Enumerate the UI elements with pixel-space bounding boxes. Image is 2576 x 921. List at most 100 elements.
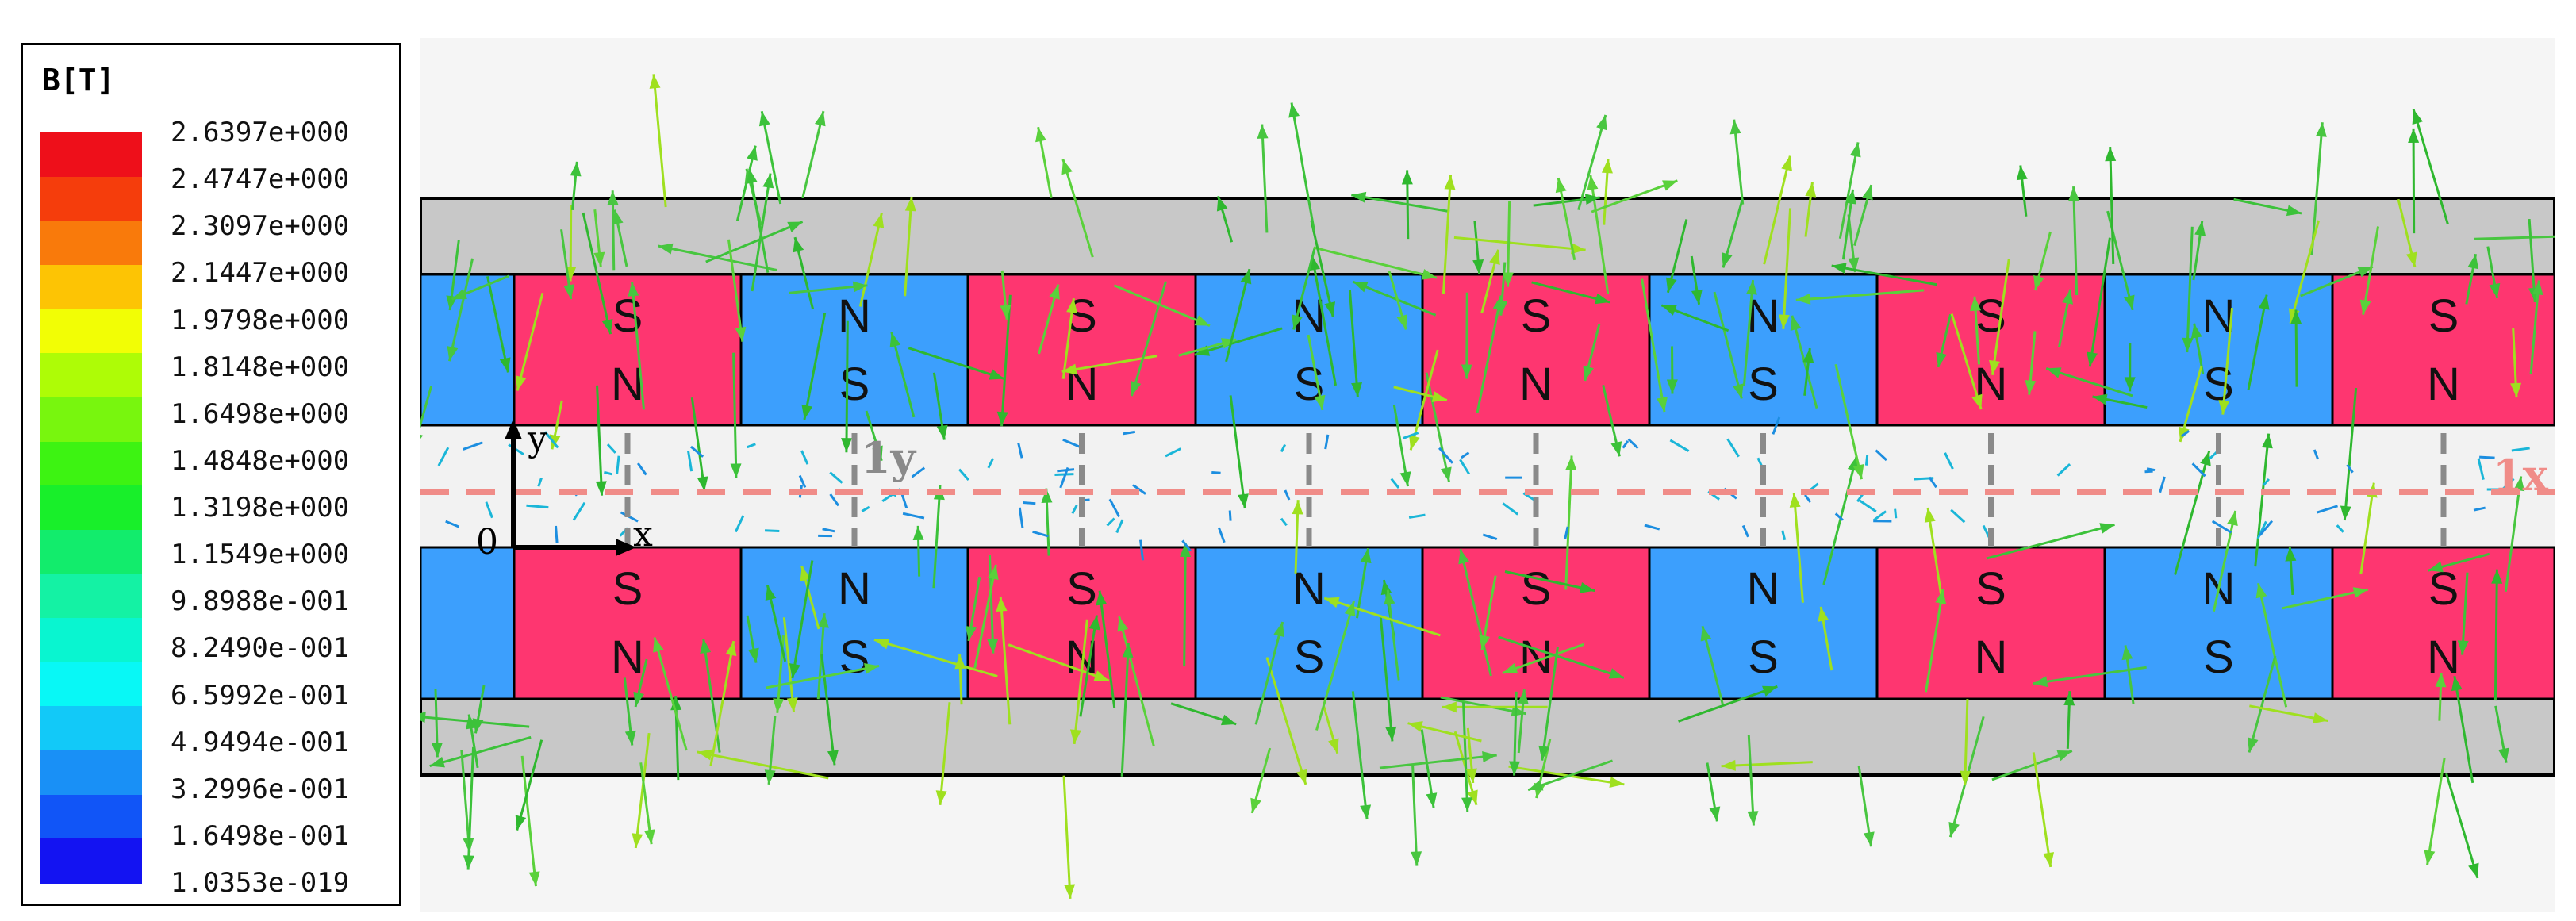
field-arrow-head: [1250, 797, 1261, 814]
gap-field-arrow: [2473, 506, 2486, 512]
gap-field-arrow: [1834, 512, 1844, 521]
gap-field-arrow: [463, 441, 483, 451]
field-arrow-head: [472, 718, 484, 734]
field-arrow-head: [864, 663, 880, 674]
field-arrow: [820, 654, 836, 766]
gap-field-arrow: [1280, 443, 1287, 453]
field-arrow-head: [1496, 301, 1508, 316]
field-arrow-head: [633, 691, 645, 707]
field-arrow-head: [852, 281, 868, 293]
field-arrow: [2504, 476, 2523, 592]
field-arrow-head: [2352, 587, 2368, 598]
field-arrow-head: [1936, 351, 1947, 367]
gap-field-arrow: [1627, 438, 1639, 450]
field-arrow-head: [1802, 348, 1814, 363]
gap-field-arrow: [690, 445, 704, 458]
field-arrow-head: [1610, 441, 1622, 457]
field-arrow-head: [1130, 380, 1142, 397]
field-arrow: [1379, 754, 1497, 769]
field-arrow-head: [1948, 821, 1960, 838]
field-arrow-head: [2043, 852, 2055, 867]
field-arrow: [2359, 482, 2375, 575]
gap-field-arrow: [1211, 471, 1221, 474]
field-arrow-head: [1584, 194, 1600, 205]
field-arrow-head: [1458, 549, 1469, 565]
legend-tick-label: 1.8148e+000: [171, 351, 350, 383]
legend-tick-label: 3.2996e-001: [171, 773, 350, 805]
field-arrow: [2289, 220, 2321, 324]
field-arrow-head: [1517, 689, 1529, 704]
field-arrow-head: [735, 326, 747, 342]
field-arrow-head: [814, 111, 826, 127]
gap-field-arrow: [604, 470, 612, 476]
field-arrow: [634, 732, 651, 849]
field-arrow: [1348, 290, 1359, 397]
top-pole-lower-label: S: [1748, 359, 1779, 410]
gap-field-arrow: [606, 443, 616, 454]
field-arrow-head: [628, 282, 639, 297]
legend-swatch: [40, 397, 142, 443]
field-arrow-head: [1238, 493, 1249, 508]
legend-title: B[T]: [42, 63, 115, 98]
path-1x-label: 1x: [2493, 450, 2549, 501]
field-arrow: [1311, 255, 1338, 386]
gap-field-arrow: [1950, 508, 1966, 524]
legend-swatch: [40, 706, 142, 752]
field-arrow-head: [996, 411, 1008, 427]
field-arrow-head: [2405, 251, 2417, 267]
gap-field-arrow: [1108, 498, 1121, 518]
gap-field-arrow: [2159, 476, 2166, 493]
field-arrow-head: [2261, 433, 2273, 449]
field-arrow-head: [2099, 523, 2115, 534]
field-arrow-head: [653, 637, 664, 653]
gap-field-arrow: [555, 525, 559, 543]
field-arrow: [697, 750, 829, 780]
gap-field-arrow: [1032, 530, 1049, 538]
field-arrow: [705, 221, 804, 263]
field-arrow-head: [1482, 751, 1497, 762]
field-arrow-head: [1385, 726, 1397, 742]
legend-tick-label: 2.4747e+000: [171, 163, 350, 196]
gap-field-arrow: [2211, 520, 2232, 534]
field-arrow: [939, 702, 951, 805]
field-arrow-head: [1790, 315, 1802, 331]
gap-field-arrow: [687, 451, 693, 472]
field-arrow-head: [996, 597, 1008, 612]
field-arrow-head: [1666, 277, 1677, 293]
legend-swatch: [40, 529, 142, 575]
field-arrow-head: [2218, 400, 2230, 415]
field-arrow: [2282, 588, 2369, 610]
field-arrow-head: [1805, 182, 1817, 198]
field-arrow-head: [1314, 394, 1326, 410]
field-arrow-head: [1288, 102, 1300, 118]
field-arrow: [1498, 635, 1625, 679]
field-arrow-head: [2451, 676, 2463, 692]
field-arrow-head: [1538, 745, 1550, 761]
field-arrow-head: [1666, 379, 1678, 394]
gap-field-arrow: [1115, 519, 1124, 534]
field-arrow-head: [1409, 435, 1420, 451]
field-arrow: [803, 313, 827, 420]
field-arrow-head: [1292, 314, 1303, 330]
gap-field-arrow: [2056, 463, 2071, 477]
field-arrow-head: [1583, 365, 1594, 382]
field-arrow-head: [1657, 397, 1668, 413]
field-arrow-head: [2190, 323, 2202, 339]
field-arrow-head: [2258, 294, 2270, 310]
field-arrow-head: [1789, 493, 1801, 508]
field-arrow-head: [1729, 119, 1741, 135]
legend-swatch: [40, 221, 142, 266]
axis-y-label: y: [527, 419, 547, 459]
field-arrow: [1379, 616, 1394, 742]
gap-field-arrow: [1804, 494, 1812, 503]
field-arrow-head: [725, 641, 737, 657]
field-arrow: [1265, 657, 1307, 785]
legend-tick-label: 8.2490e-001: [171, 632, 350, 665]
field-arrow: [652, 74, 667, 208]
gap-field-arrow: [1781, 530, 1787, 541]
field-arrow-head: [1970, 296, 1982, 312]
field-arrow-head: [1608, 668, 1624, 679]
legend-tick-label: 1.0353e-019: [171, 867, 350, 899]
